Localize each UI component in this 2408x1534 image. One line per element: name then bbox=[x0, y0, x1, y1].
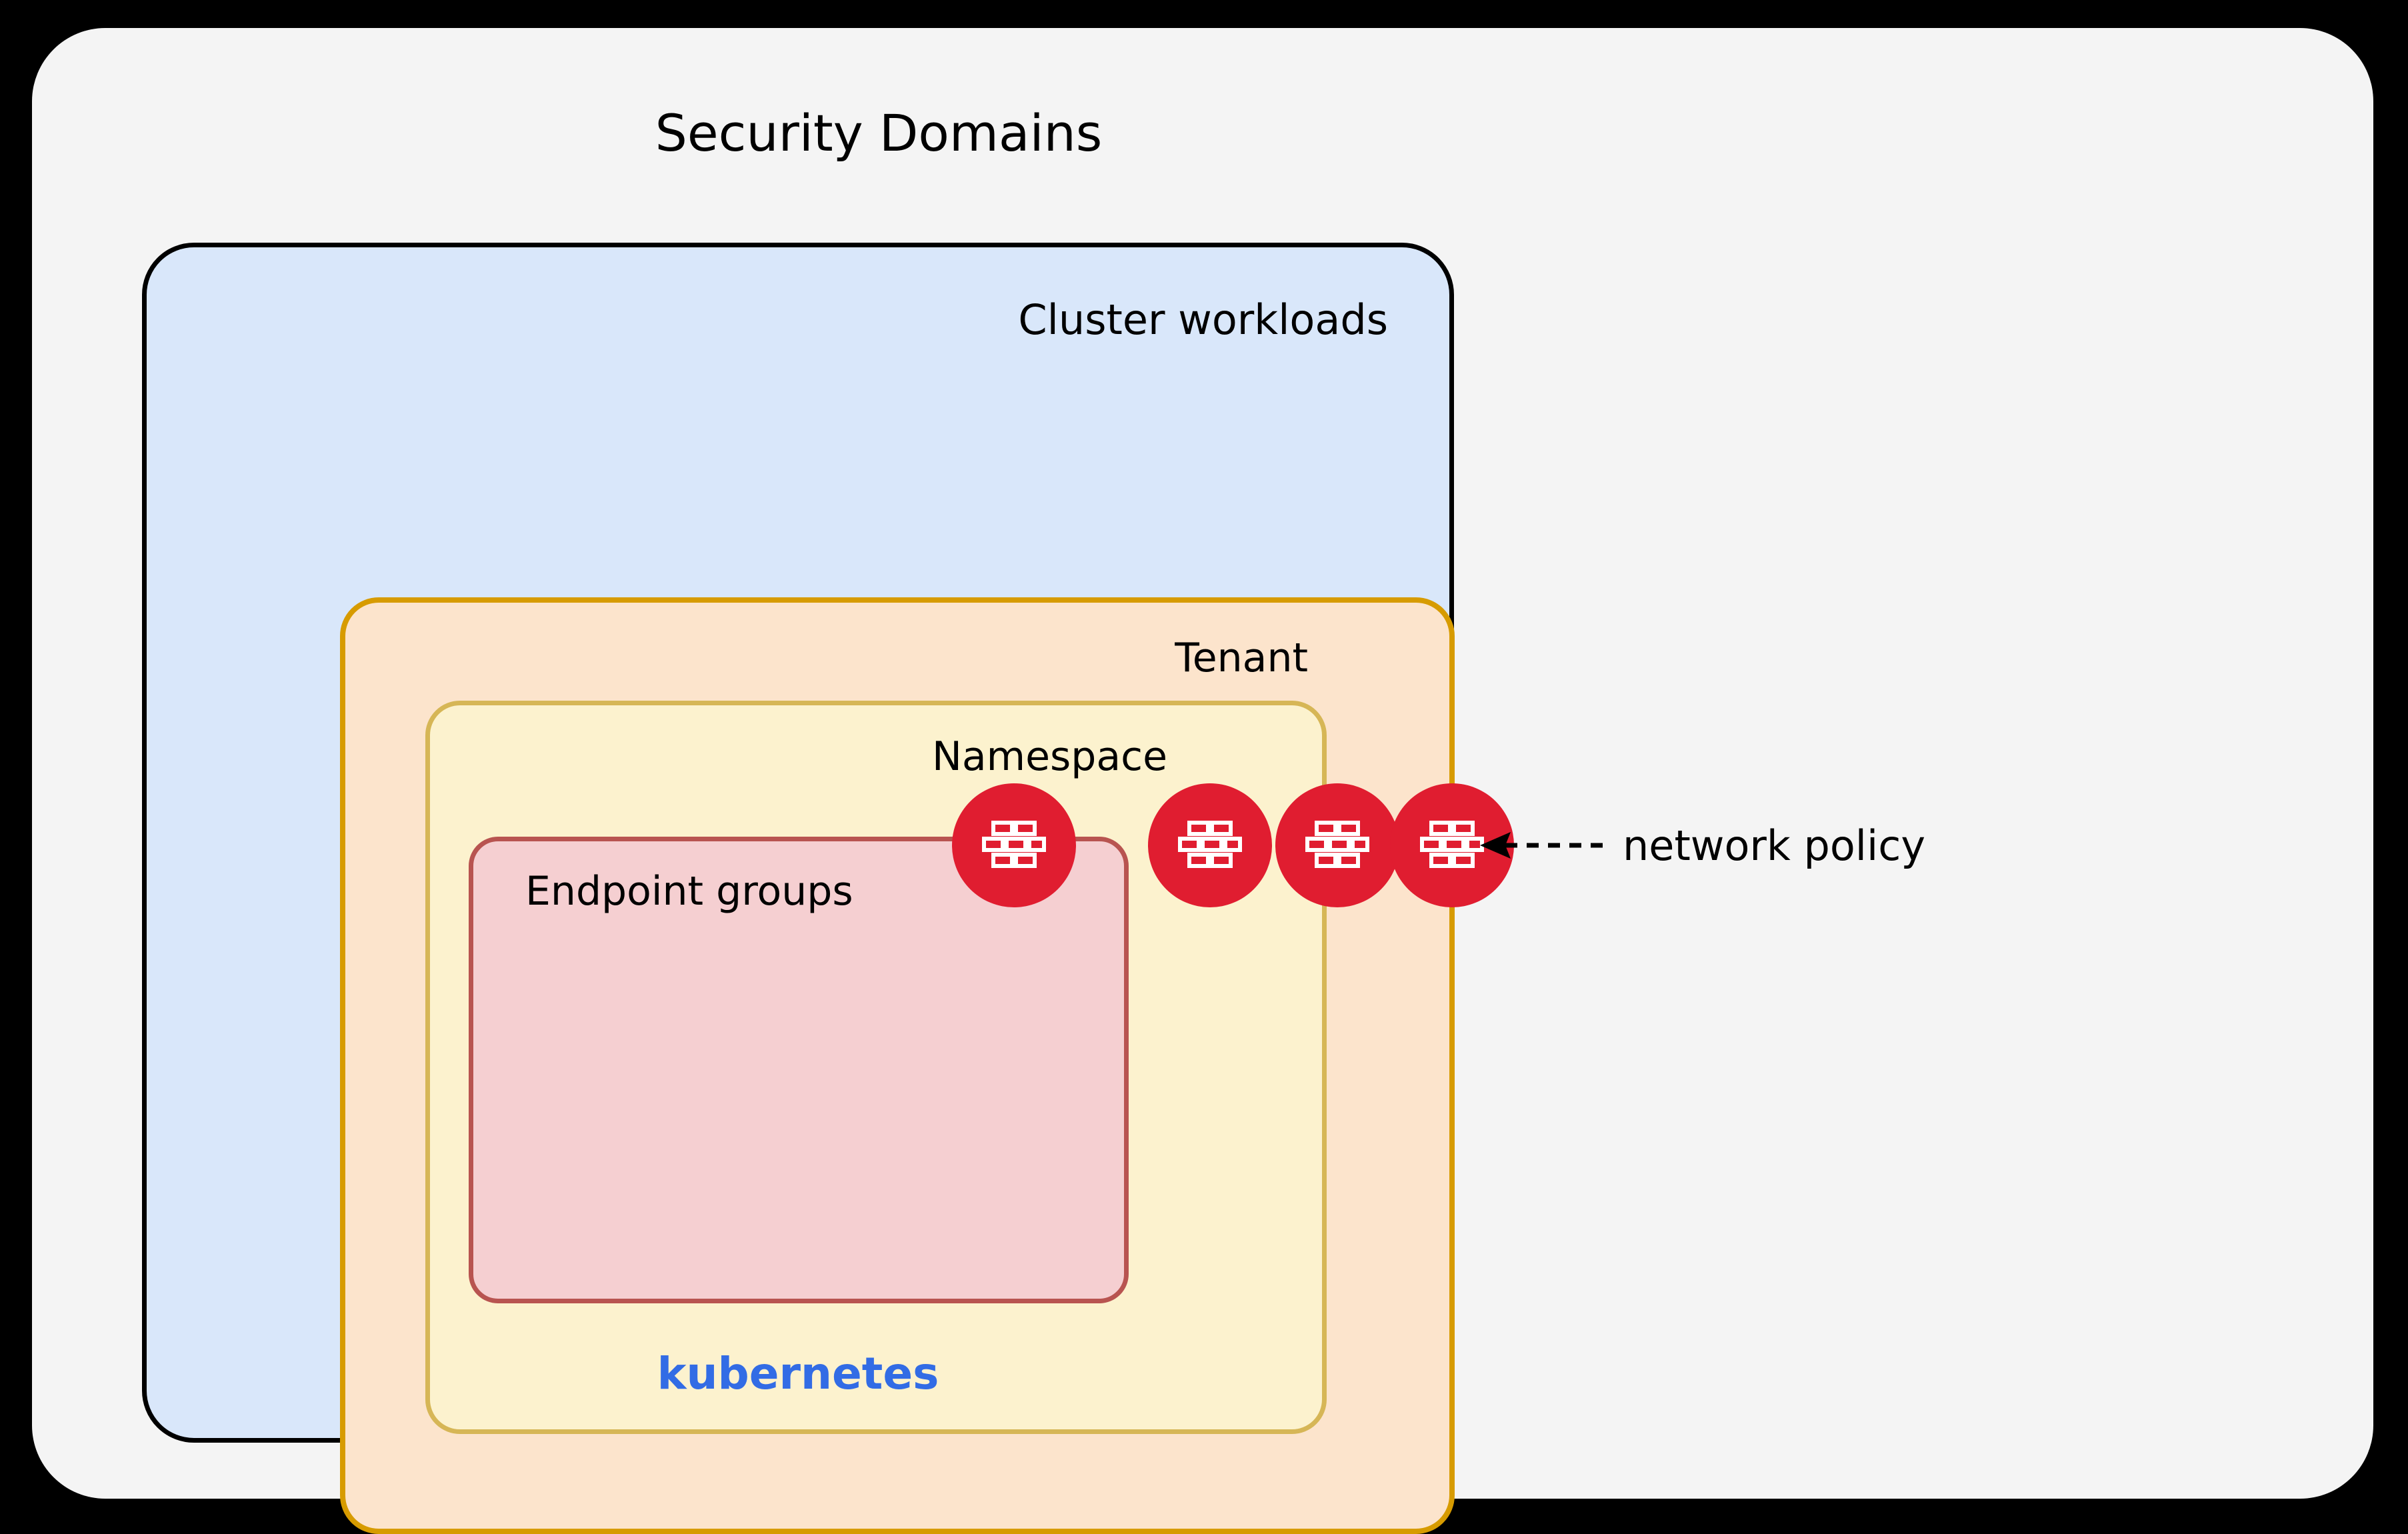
namespace-label: Namespace bbox=[931, 733, 1167, 780]
page-title: Security Domains bbox=[655, 103, 1103, 163]
kubernetes-logo-text: kubernetes bbox=[657, 1348, 939, 1399]
firewall-icon-namespace[interactable] bbox=[1148, 783, 1272, 907]
firewall-icon-tenant[interactable] bbox=[1275, 783, 1399, 907]
dashed-left-arrow-icon bbox=[1480, 832, 1605, 859]
security-domains-panel: Security Domains Cluster workloads Tenan… bbox=[32, 28, 2373, 1534]
network-policy-annotation: network policy bbox=[1479, 813, 1925, 877]
firewall-icon-endpoint-groups[interactable] bbox=[952, 783, 1076, 907]
tenant-label: Tenant bbox=[1175, 635, 1308, 681]
cluster-workloads-label: Cluster workloads bbox=[1018, 295, 1388, 344]
endpoint-groups-box: Endpoint groups bbox=[469, 837, 1129, 1303]
endpoint-groups-label: Endpoint groups bbox=[525, 868, 853, 915]
network-policy-label: network policy bbox=[1623, 821, 1926, 870]
